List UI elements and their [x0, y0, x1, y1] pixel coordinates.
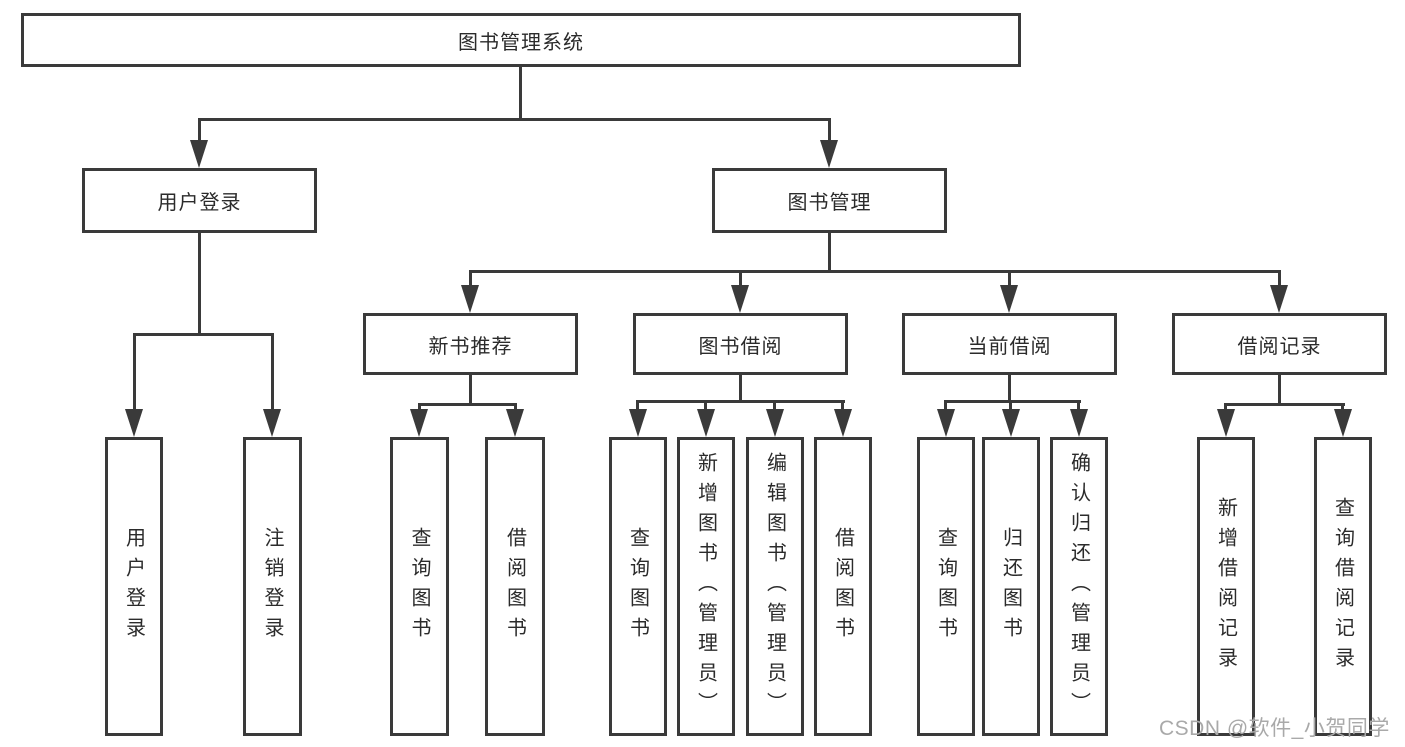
arrowhead-down-icon — [820, 140, 838, 168]
leaf-query-books-current: 查询图书 — [917, 437, 975, 736]
connector-drop-logout — [271, 333, 274, 411]
connector-drop-login — [133, 333, 136, 411]
arrowhead-down-icon — [1334, 409, 1352, 437]
arrowhead-down-icon — [1002, 409, 1020, 437]
arrowhead-down-icon — [629, 409, 647, 437]
connector-drop — [773, 400, 776, 411]
connector-root-stem — [519, 67, 522, 120]
leaf-edit-books-admin: 编辑图书（管理员） — [746, 437, 804, 736]
leaf-query-books-borrow: 查询图书 — [609, 437, 667, 736]
connector-root-branch — [198, 118, 831, 121]
leaf-query-books-recommend: 查询图书 — [390, 437, 449, 736]
leaf-confirm-return-admin: 确认归还（管理员） — [1050, 437, 1108, 736]
connector-current-borrow-stem — [1008, 375, 1011, 402]
connector-drop-current-borrow — [1008, 270, 1011, 287]
arrowhead-down-icon — [410, 409, 428, 437]
arrowhead-down-icon — [1217, 409, 1235, 437]
connector-drop-book-mgmt — [828, 118, 831, 142]
node-user-login: 用户登录 — [82, 168, 317, 233]
connector-drop — [841, 400, 844, 411]
leaf-borrow-books: 借阅图书 — [814, 437, 872, 736]
watermark: CSDN @软件_小贺同学 — [1159, 717, 1390, 740]
connector-drop — [1077, 400, 1080, 411]
connector-book-mgmt-branch — [469, 270, 1281, 273]
connector-drop — [704, 400, 707, 411]
connector-current-borrow-branch — [944, 400, 1081, 403]
arrowhead-down-icon — [731, 285, 749, 313]
connector-drop — [1341, 403, 1344, 411]
connector-drop — [514, 403, 517, 411]
arrowhead-down-icon — [506, 409, 524, 437]
connector-drop — [1224, 403, 1227, 411]
connector-drop — [636, 400, 639, 411]
arrowhead-down-icon — [1000, 285, 1018, 313]
connector-drop-user-login — [198, 118, 201, 142]
connector-drop — [944, 400, 947, 411]
connector-drop — [418, 403, 421, 411]
arrowhead-down-icon — [1070, 409, 1088, 437]
connector-borrow-records-branch — [1224, 403, 1345, 406]
arrowhead-down-icon — [125, 409, 143, 437]
leaf-return-books: 归还图书 — [982, 437, 1040, 736]
node-book-management: 图书管理 — [712, 168, 947, 233]
arrowhead-down-icon — [461, 285, 479, 313]
connector-book-borrow-stem — [739, 375, 742, 402]
arrowhead-down-icon — [1270, 285, 1288, 313]
connector-borrow-records-stem — [1278, 375, 1281, 405]
connector-user-login-stem — [198, 233, 201, 336]
node-borrow-records: 借阅记录 — [1172, 313, 1387, 375]
node-current-borrow: 当前借阅 — [902, 313, 1117, 375]
arrowhead-down-icon — [937, 409, 955, 437]
connector-drop — [1009, 400, 1012, 411]
arrowhead-down-icon — [834, 409, 852, 437]
leaf-add-books-admin: 新增图书（管理员） — [677, 437, 735, 736]
connector-new-books-branch — [418, 403, 517, 406]
connector-book-mgmt-stem — [828, 233, 831, 272]
leaf-borrow-books-recommend: 借阅图书 — [485, 437, 545, 736]
node-new-book-recommend: 新书推荐 — [363, 313, 578, 375]
leaf-logout: 注销登录 — [243, 437, 302, 736]
arrowhead-down-icon — [190, 140, 208, 168]
arrowhead-down-icon — [697, 409, 715, 437]
connector-new-books-stem — [469, 375, 472, 405]
connector-drop-borrow-records — [1278, 270, 1281, 287]
leaf-user-login: 用户登录 — [105, 437, 163, 736]
connector-drop-book-borrow — [739, 270, 742, 287]
connector-drop-new-books — [469, 270, 472, 287]
node-book-borrow: 图书借阅 — [633, 313, 848, 375]
connector-book-borrow-branch — [636, 400, 845, 403]
leaf-add-borrow-record: 新增借阅记录 — [1197, 437, 1255, 736]
arrowhead-down-icon — [263, 409, 281, 437]
arrowhead-down-icon — [766, 409, 784, 437]
connector-user-login-branch — [133, 333, 274, 336]
node-library-management-system: 图书管理系统 — [21, 13, 1021, 67]
leaf-query-borrow-record: 查询借阅记录 — [1314, 437, 1372, 736]
